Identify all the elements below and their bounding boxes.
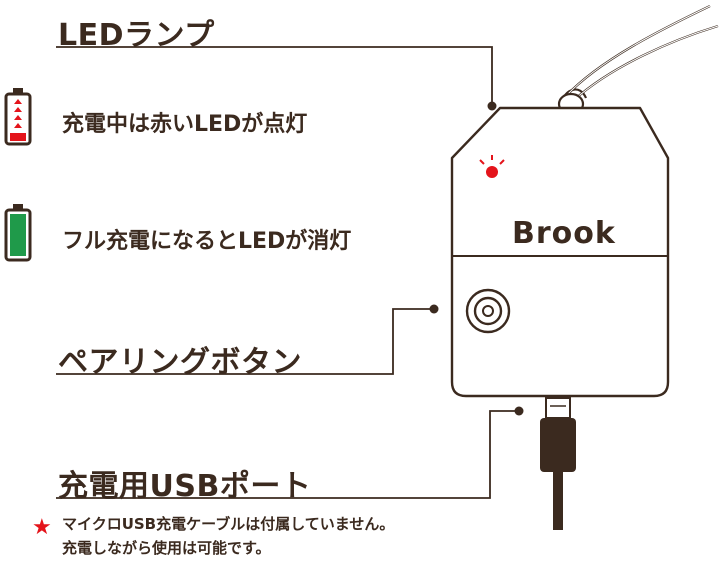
- device-body: [450, 106, 670, 398]
- pairing-button-graphic: [465, 288, 511, 334]
- usb-port-label: 充電用USBポート: [58, 469, 312, 504]
- pairing-button-label: ペアリングボタン: [58, 345, 302, 380]
- led-indicator: [479, 155, 505, 178]
- battery-full-icon: [4, 204, 32, 262]
- charging-red-label: 充電中は赤いLEDが点灯: [62, 112, 308, 137]
- brand-logo-text: Brook: [512, 216, 616, 251]
- full-charge-off-label: フル充電になるとLEDが消灯: [62, 229, 352, 254]
- note-line-2: 充電しながら使用は可能です。: [62, 539, 271, 557]
- note-line-1: マイクロUSB充電ケーブルは付属していません。: [62, 515, 395, 533]
- strap-cord-inner: [565, 5, 719, 101]
- leader-lines: [56, 46, 519, 499]
- battery-charging-icon: [4, 88, 32, 146]
- usb-connector: [540, 397, 576, 530]
- strap-cord: [558, 5, 719, 105]
- leader-dots: [429, 101, 524, 416]
- led-lamp-label: LEDランプ: [58, 18, 215, 53]
- star-icon: ★: [32, 515, 52, 540]
